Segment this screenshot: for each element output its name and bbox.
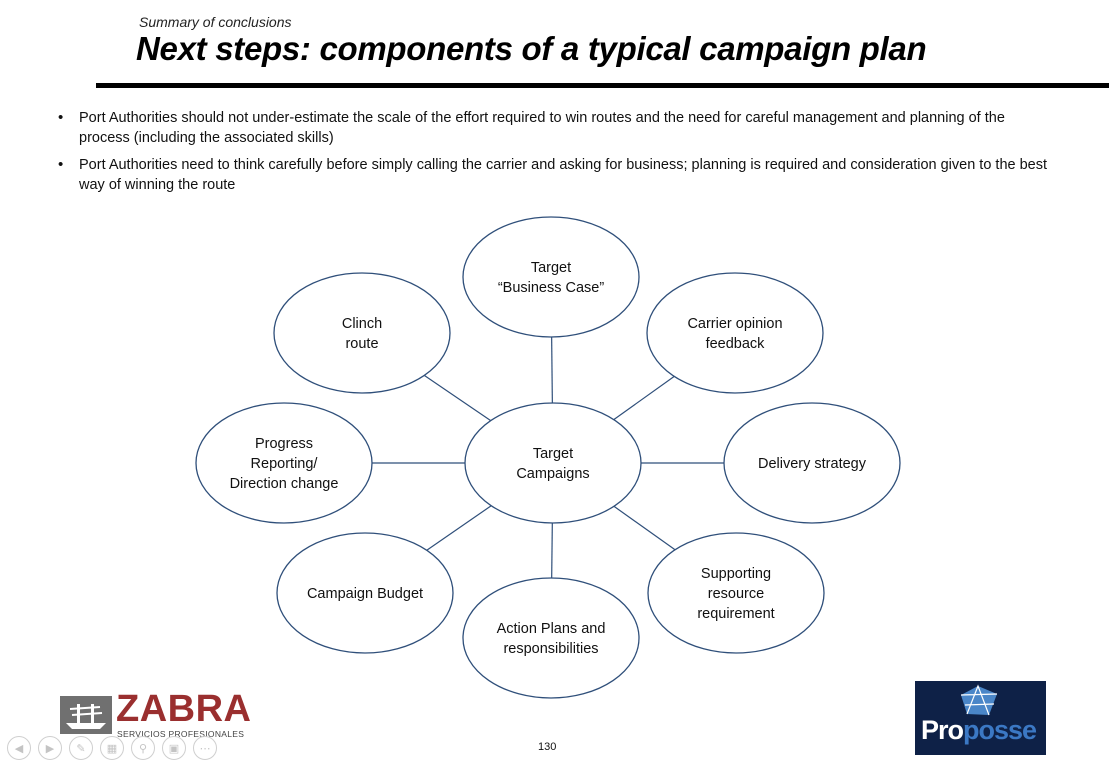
- pen-icon[interactable]: ✎: [69, 736, 93, 760]
- connector-campaign-budget: [426, 505, 492, 551]
- zoom-icon[interactable]: ⚲: [131, 736, 155, 760]
- node-action-plans-label: Action Plans and: [497, 621, 606, 637]
- slides-icon[interactable]: ▦: [100, 736, 124, 760]
- node-clinch-route: [273, 272, 451, 394]
- forward-icon[interactable]: ▶: [38, 736, 62, 760]
- proposse-wordmark: Proposse: [921, 715, 1037, 745]
- node-supporting-resource-label: requirement: [697, 606, 774, 622]
- node-delivery-strategy: [723, 402, 901, 524]
- node-campaign-budget: [276, 532, 454, 654]
- node-progress-reporting-label: Progress: [255, 436, 313, 452]
- bullet-list: Port Authorities should not under-estima…: [58, 108, 1048, 202]
- center-node-label: Campaigns: [516, 466, 589, 482]
- node-business-case-label: “Business Case”: [498, 280, 605, 296]
- connector-action-plans: [551, 522, 553, 579]
- node-supporting-resource-label: resource: [708, 586, 764, 602]
- bullet-item: Port Authorities need to think carefully…: [58, 155, 1048, 195]
- node-business-case-label: Target: [531, 260, 571, 276]
- slide-title: Next steps: components of a typical camp…: [136, 30, 927, 67]
- center-node-target-campaigns: [464, 402, 642, 524]
- proposse-net-icon: [960, 684, 998, 716]
- connector-supporting-resource: [613, 505, 676, 551]
- node-action-plans: [462, 577, 640, 699]
- zabra-logo: ZABRA SERVICIOS PROFESIONALES: [60, 688, 251, 742]
- title-underline: [96, 83, 1109, 88]
- node-business-case: [462, 216, 640, 338]
- node-carrier-feedback-label: Carrier opinion: [687, 316, 782, 332]
- connector-carrier-feedback: [613, 375, 675, 421]
- connector-business-case: [551, 336, 553, 404]
- node-delivery-strategy-label: Delivery strategy: [758, 456, 867, 472]
- node-action-plans-label: responsibilities: [503, 641, 598, 657]
- connector-clinch-route: [423, 374, 492, 422]
- zabra-wordmark: ZABRA: [116, 688, 252, 730]
- node-carrier-feedback-label: feedback: [706, 336, 766, 352]
- more-icon[interactable]: ⋯: [193, 736, 217, 760]
- bullet-item: Port Authorities should not under-estima…: [58, 108, 1048, 148]
- node-supporting-resource: [647, 532, 825, 654]
- screen-icon[interactable]: ▣: [162, 736, 186, 760]
- zabra-emblem-icon: [60, 696, 112, 734]
- section-kicker: Summary of conclusions: [139, 14, 292, 30]
- node-carrier-feedback: [646, 272, 824, 394]
- slideshow-controls: ◀ ▶ ✎ ▦ ⚲ ▣ ⋯: [7, 736, 217, 762]
- node-progress-reporting: [195, 402, 373, 524]
- page-number: 130: [538, 741, 557, 753]
- node-clinch-route-label: route: [345, 336, 378, 352]
- zabra-tagline: SERVICIOS PROFESIONALES: [117, 729, 245, 739]
- center-node-label: Target: [533, 446, 573, 462]
- node-progress-reporting-label: Reporting/: [251, 456, 319, 472]
- proposse-logo: Proposse: [915, 681, 1046, 755]
- node-clinch-route-label: Clinch: [342, 316, 382, 332]
- node-progress-reporting-label: Direction change: [230, 476, 339, 492]
- back-icon[interactable]: ◀: [7, 736, 31, 760]
- node-supporting-resource-label: Supporting: [701, 566, 771, 582]
- node-campaign-budget-label: Campaign Budget: [307, 586, 423, 602]
